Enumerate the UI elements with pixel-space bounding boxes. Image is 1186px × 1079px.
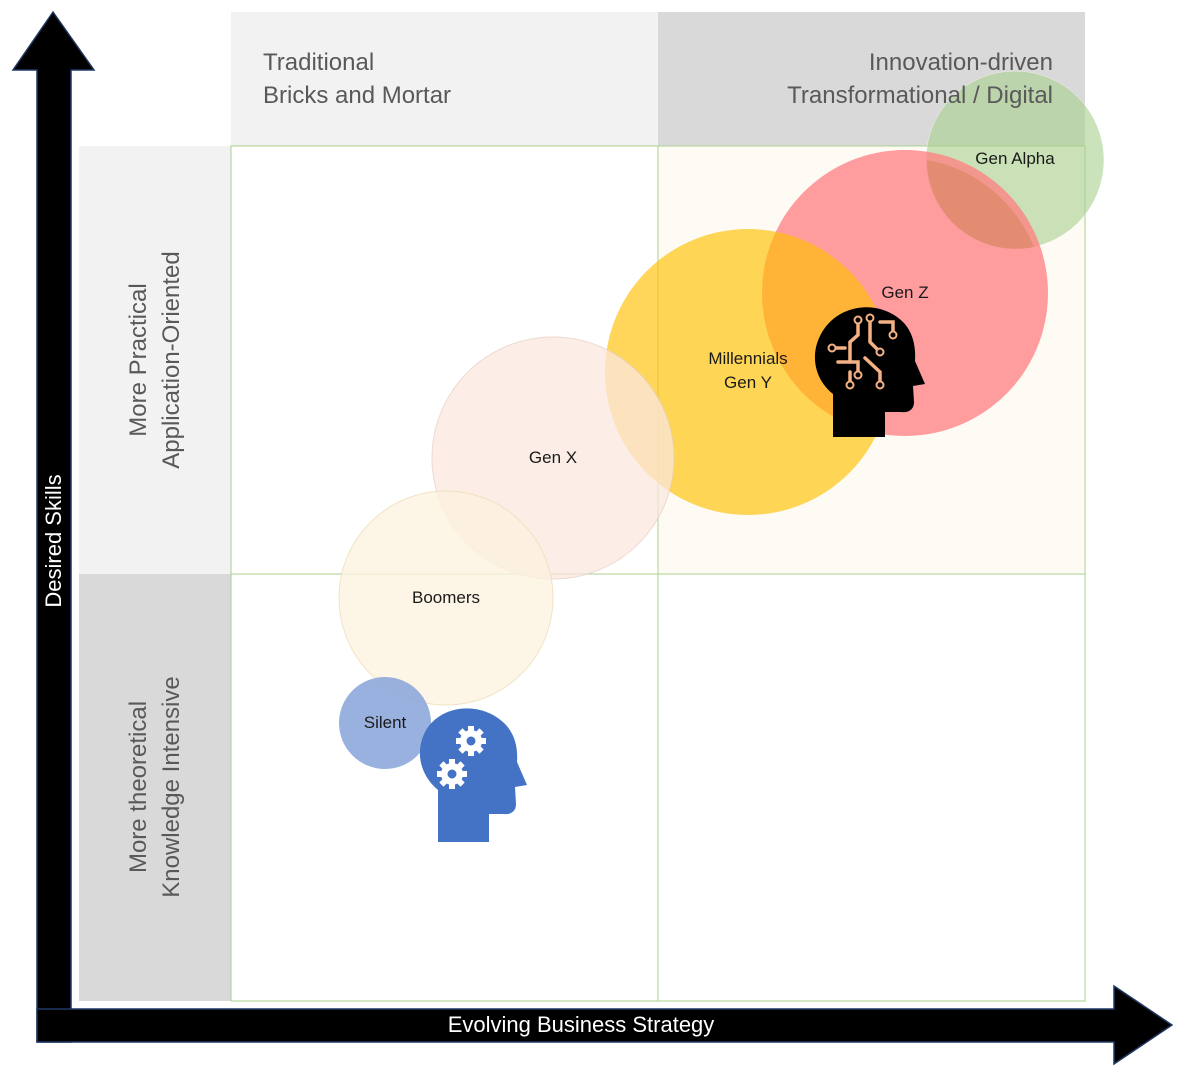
gears-head-icon	[419, 708, 527, 842]
label-millennials: Millennials Gen Y	[708, 347, 787, 395]
bubble-millennials	[605, 229, 891, 515]
column-right-line2: Transformational / Digital	[787, 82, 1053, 109]
label-boomers: Boomers	[411, 588, 481, 607]
y-axis-arrow	[11, 10, 96, 1043]
column-header-digital-text: Innovation-driven Transformational / Dig…	[787, 46, 1053, 112]
label-gen-alpha: Gen Alpha	[975, 149, 1055, 168]
column-right-line1: Innovation-driven	[868, 49, 1053, 76]
circuit-head-icon	[814, 307, 925, 437]
quadrant-bottom-right	[658, 574, 1085, 1001]
x-axis-label: Evolving Business Strategy	[447, 1012, 715, 1037]
bubble-silent	[339, 677, 431, 769]
x-axis-arrow	[36, 984, 1174, 1066]
y-axis-label: Desired Skills	[41, 474, 66, 608]
bubble-boomers	[338, 490, 554, 706]
row-header-practical	[79, 146, 231, 574]
label-silent: Silent	[363, 713, 407, 732]
column-left-line1: Traditional	[263, 49, 375, 76]
column-header-traditional-text: Traditional Bricks and Mortar	[263, 46, 451, 112]
column-header-traditional	[231, 12, 658, 146]
bubble-overlap-genz-alpha	[927, 160, 1034, 249]
label-gen-z: Gen Z	[881, 283, 929, 302]
label-millennials-line1: Millennials	[708, 349, 788, 368]
row-header-theoretical	[79, 574, 231, 1001]
column-left-line2: Bricks and Mortar	[263, 82, 452, 109]
label-gen-x: Gen X	[528, 448, 578, 467]
label-millennials-line2: Gen Y	[724, 373, 772, 392]
